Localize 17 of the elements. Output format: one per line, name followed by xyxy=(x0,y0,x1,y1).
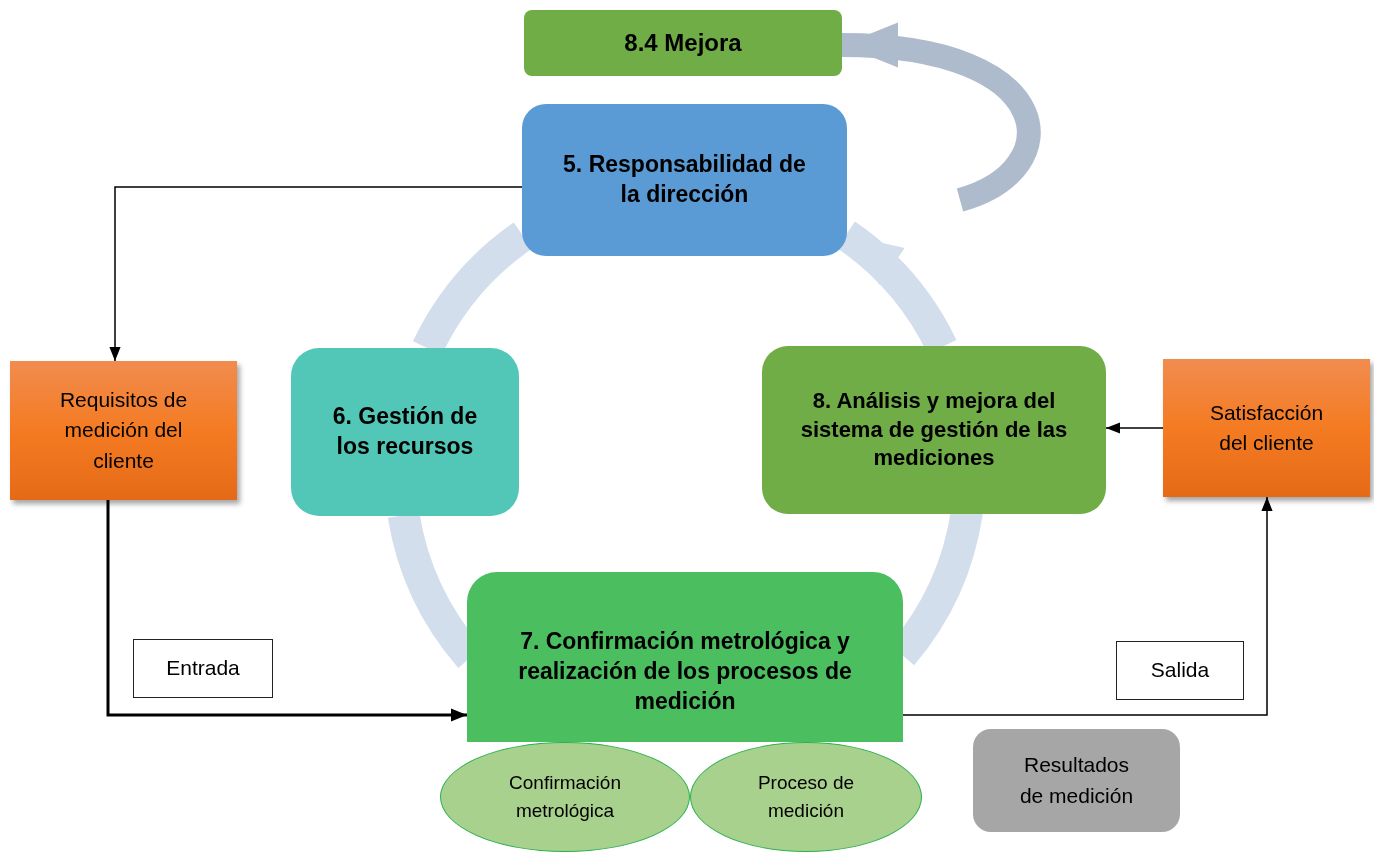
output-box: Satisfacción del cliente xyxy=(1163,359,1370,497)
arrow xyxy=(902,496,1273,716)
ellipse: Confirmación metrológica xyxy=(440,742,690,852)
curved-arrow xyxy=(841,25,1041,212)
arrow xyxy=(109,186,523,362)
ellipse: Proceso de medición xyxy=(690,742,922,852)
label-box: Salida xyxy=(1116,641,1244,700)
process-box: 6. Gestión de los recursos xyxy=(291,348,519,516)
process-box: 8. Análisis y mejora del sistema de gestión de las mediciones xyxy=(762,346,1106,514)
arrow xyxy=(1105,422,1164,434)
process-box: 8.4 Mejora xyxy=(524,10,842,76)
label-box: Entrada xyxy=(133,639,273,698)
input-box: Requisitos de medición del cliente xyxy=(10,361,237,500)
process-box: 5. Responsabilidad de la dirección xyxy=(522,104,847,256)
process-box: 7. Confirmación metrológica y realización de los procesos de medición xyxy=(467,572,903,742)
result-box: Resultados de medición xyxy=(973,729,1180,832)
arrow xyxy=(106,500,467,722)
